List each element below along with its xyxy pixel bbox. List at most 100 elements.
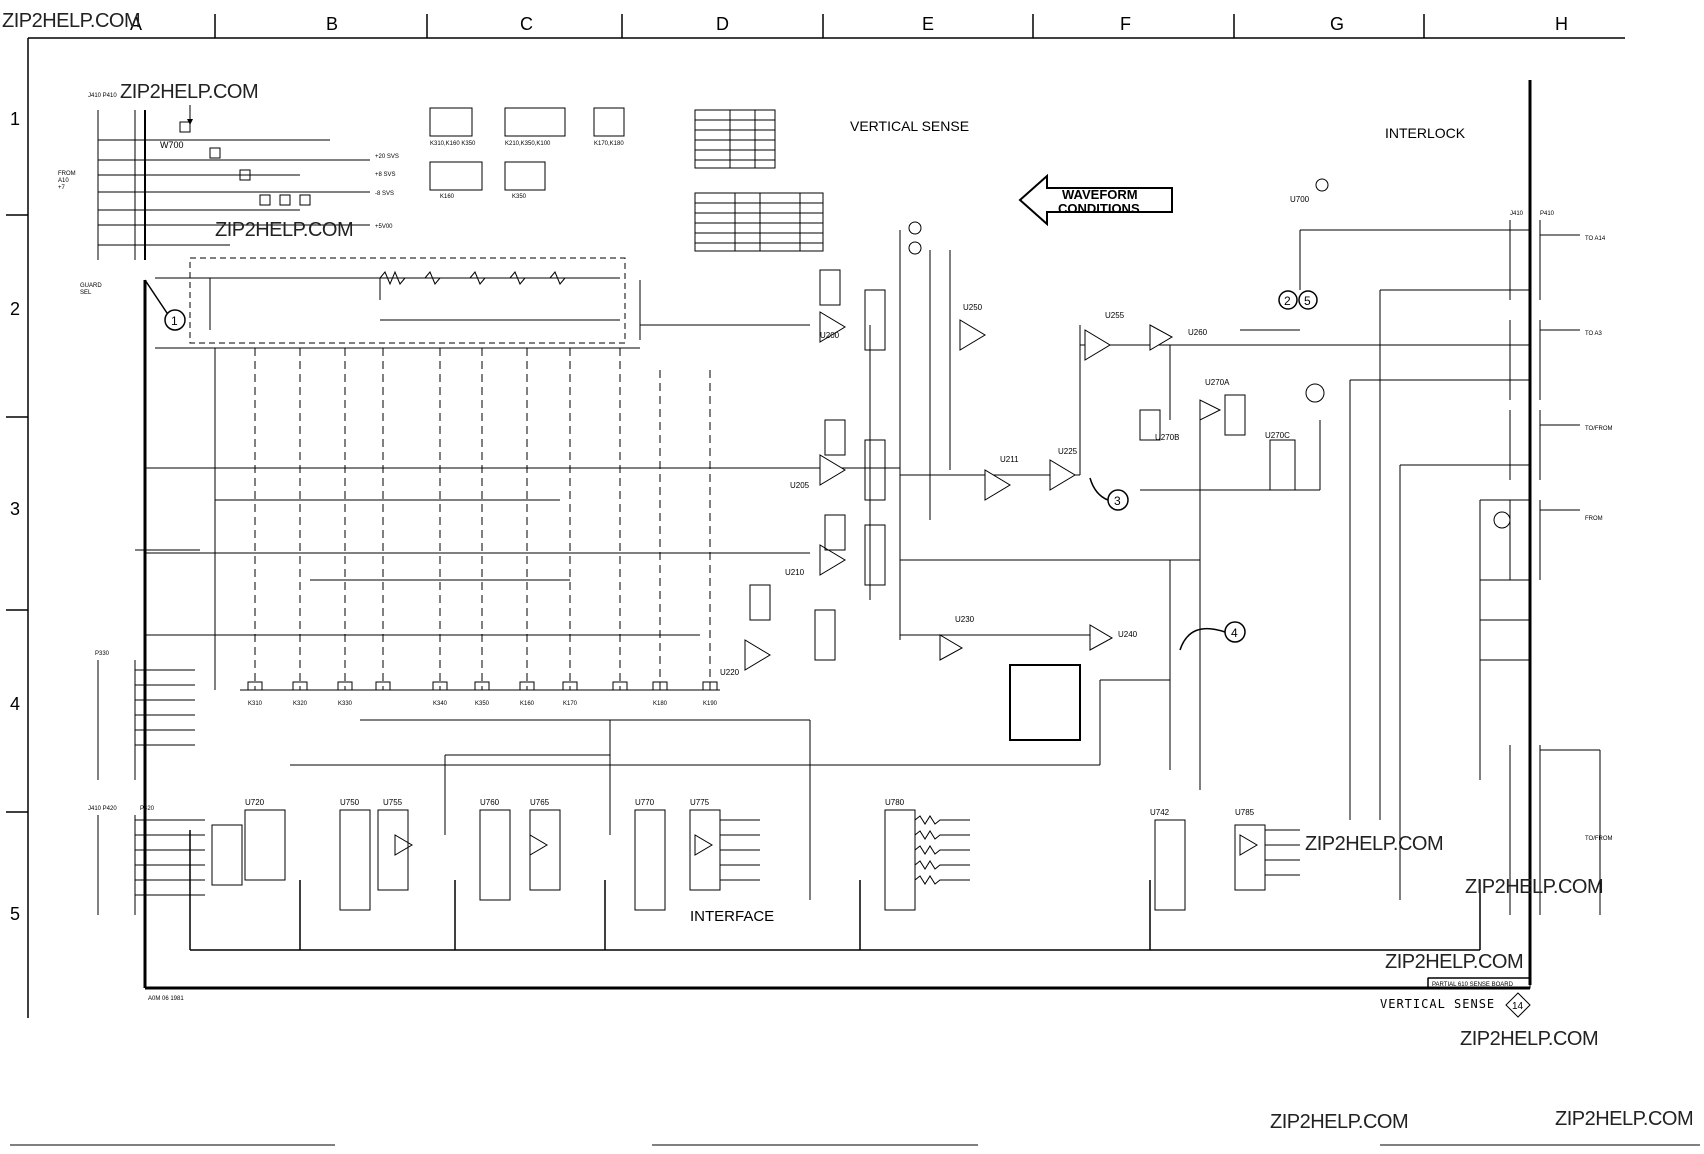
svg-text:K310,K160 K350: K310,K160 K350	[430, 141, 476, 147]
k180-label: K180	[653, 701, 668, 707]
u205-label: U205	[790, 481, 810, 490]
w700-label: W700	[160, 140, 184, 150]
u255-label: U255	[1105, 311, 1125, 320]
waveform-label-2: CONDITIONS	[1058, 201, 1140, 216]
signal-lines	[145, 229, 1530, 900]
watermark-text: ZIP2HELP.COM	[1460, 1028, 1598, 1050]
svg-text:3: 3	[1114, 494, 1121, 508]
row-label: 4	[10, 694, 20, 714]
row-label: 3	[10, 499, 20, 519]
relay-symbols	[429, 107, 625, 191]
watermarks: ZIP2HELP.COM ZIP2HELP.COM ZIP2HELP.COM Z…	[2, 10, 1694, 1133]
k330-label: K330	[338, 701, 353, 707]
sheet-frame	[6, 14, 1700, 1146]
svg-text:J410 P420: J410 P420	[88, 806, 117, 812]
u780-label: U780	[885, 798, 905, 807]
relay-ladder	[155, 257, 810, 690]
svg-text:+7: +7	[58, 185, 66, 191]
watermark-text: ZIP2HELP.COM	[2, 10, 140, 32]
col-label: G	[1330, 14, 1344, 34]
u220-label: U220	[720, 668, 740, 677]
left-connectors	[97, 549, 205, 915]
k190-label: K190	[703, 701, 718, 707]
right-connectors	[1509, 220, 1601, 915]
board-label: PARTIAL 610 SENSE BOARD	[1432, 982, 1514, 988]
svg-text:P330: P330	[95, 651, 110, 657]
svg-text:K170,K180: K170,K180	[594, 141, 624, 147]
svg-text:1: 1	[171, 314, 178, 328]
relay-boxes	[749, 269, 1296, 741]
svg-text:K350: K350	[512, 194, 527, 200]
u225-label: U225	[1058, 447, 1078, 456]
relay-coils	[240, 679, 1170, 900]
watermark-text: ZIP2HELP.COM	[1305, 833, 1443, 855]
callout-1: 1	[144, 279, 186, 331]
date-label: A0M 06 1981	[148, 996, 184, 1002]
section-titles: VERTICAL SENSE INTERLOCK INTERFACE	[690, 118, 1466, 925]
p420-label: P420	[140, 806, 155, 812]
ic-power-table-1	[694, 109, 776, 169]
watermark-text: ZIP2HELP.COM	[1465, 876, 1603, 898]
col-label: D	[716, 14, 729, 34]
waveform-label-1: WAVEFORM	[1062, 187, 1138, 202]
svg-text:+5V00: +5V00	[375, 224, 393, 230]
svg-text:TO A14: TO A14	[1585, 236, 1606, 242]
transistors	[908, 178, 1511, 529]
input-connector-block	[97, 105, 370, 260]
row-label: 1	[10, 109, 20, 129]
svg-text:TO A3: TO A3	[1585, 331, 1603, 337]
svg-text:TO/FROM: TO/FROM	[1585, 426, 1613, 432]
u250-label: U250	[963, 303, 983, 312]
k320-label: K320	[293, 701, 308, 707]
callout-3: 3	[1089, 477, 1129, 511]
col-label: H	[1555, 14, 1568, 34]
op-amps	[394, 311, 1258, 856]
u200-label: U200	[820, 331, 840, 340]
svg-text:SEL: SEL	[80, 290, 92, 296]
footer-caption: VERTICAL SENSE	[1380, 997, 1495, 1011]
grid-labels: A B C D E F G H 1 2 3 4 5	[10, 14, 1568, 924]
svg-text:4: 4	[1231, 626, 1238, 640]
vertical-sense-title: VERTICAL SENSE	[850, 118, 969, 134]
u770-label: U770	[635, 798, 655, 807]
row-label: 2	[10, 299, 20, 319]
u700-label: U700	[1290, 195, 1310, 204]
svg-text:TO/FROM: TO/FROM	[1585, 836, 1613, 842]
interface-bus	[189, 830, 1481, 951]
u260-label: U260	[1188, 328, 1208, 337]
waveform-conditions-arrow: WAVEFORM CONDITIONS	[1018, 173, 1173, 227]
u240-label: U240	[1118, 630, 1138, 639]
u270a-label: U270A	[1205, 378, 1230, 387]
svg-text:5: 5	[1304, 294, 1311, 308]
svg-text:+20 SVS: +20 SVS	[375, 154, 399, 160]
callout-2: 2	[1278, 290, 1298, 310]
u210-label: U210	[785, 568, 805, 577]
svg-text:K160: K160	[440, 194, 455, 200]
svg-text:-8 SVS: -8 SVS	[375, 191, 394, 197]
k310-label: K310	[248, 701, 263, 707]
col-label: F	[1120, 14, 1131, 34]
u785-label: U785	[1235, 808, 1255, 817]
svg-text:A10: A10	[58, 178, 69, 184]
j410-label: J410	[1510, 211, 1524, 217]
svg-text:FROM: FROM	[1585, 516, 1603, 522]
k350-label: K350	[475, 701, 490, 707]
interface-resistors	[720, 815, 1300, 885]
col-label: B	[326, 14, 338, 34]
svg-text:FROM: FROM	[58, 171, 76, 177]
u270c-label: U270C	[1265, 431, 1290, 440]
svg-text:K210,K350,K100: K210,K350,K100	[505, 141, 551, 147]
watermark-text: ZIP2HELP.COM	[215, 219, 353, 241]
ic-power-table-2	[694, 192, 824, 252]
u755-label: U755	[383, 798, 403, 807]
u230-label: U230	[955, 615, 975, 624]
op-amp-labels: U200 U205 U210 U220 U230 U250 U211 U225 …	[720, 195, 1310, 677]
svg-text:GUARD: GUARD	[80, 283, 102, 289]
watermark-text: ZIP2HELP.COM	[1270, 1111, 1408, 1133]
k170-label: K170	[563, 701, 578, 707]
interface-ics	[211, 809, 1266, 911]
interlock-title: INTERLOCK	[1385, 125, 1466, 141]
col-label: A	[130, 14, 142, 34]
